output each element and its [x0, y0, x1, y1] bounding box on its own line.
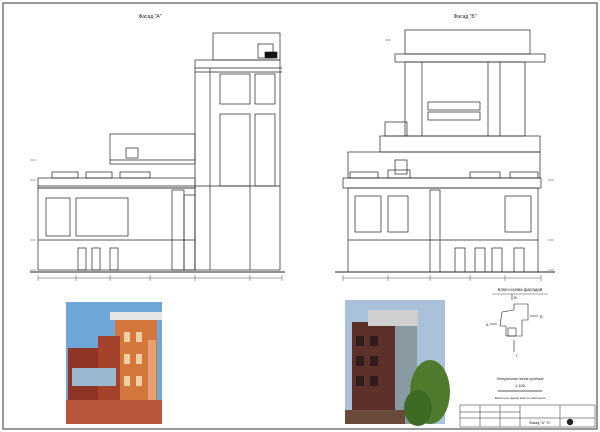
scale-block: Генеральная линия проёмов 1:100 Высотное…: [495, 377, 546, 400]
key-plan: Ключ-схема фасадов: [490, 287, 548, 352]
key-label: Г: [516, 353, 519, 358]
building-photo-left: [66, 302, 162, 424]
facade-b-drawing: Фасад "Б": [335, 14, 555, 279]
scale-value: 1:100: [515, 383, 526, 388]
key-label: В: [514, 295, 517, 300]
facade-a-title: Фасад "А": [138, 14, 161, 20]
scale-note: Высотное здание жилого комплекса: [495, 396, 546, 400]
key-plan-title: Ключ-схема фасадов: [498, 287, 543, 292]
title-block-sheet-name: Фасад "А" "Б": [529, 421, 552, 425]
facade-b-title: Фасад "Б": [453, 14, 476, 20]
key-plan-labels: А Б В Г: [486, 295, 543, 358]
building-photo-right: [345, 300, 450, 426]
key-label: Б: [540, 314, 543, 319]
facade-b-dimensions: [342, 39, 554, 281]
scale-caption: Генеральная линия проёмов: [497, 377, 544, 381]
facade-a-dimensions: [30, 159, 283, 281]
facade-a-drawing: Фасад "А": [30, 14, 285, 279]
key-label: А: [486, 322, 489, 327]
title-block: [459, 404, 596, 428]
